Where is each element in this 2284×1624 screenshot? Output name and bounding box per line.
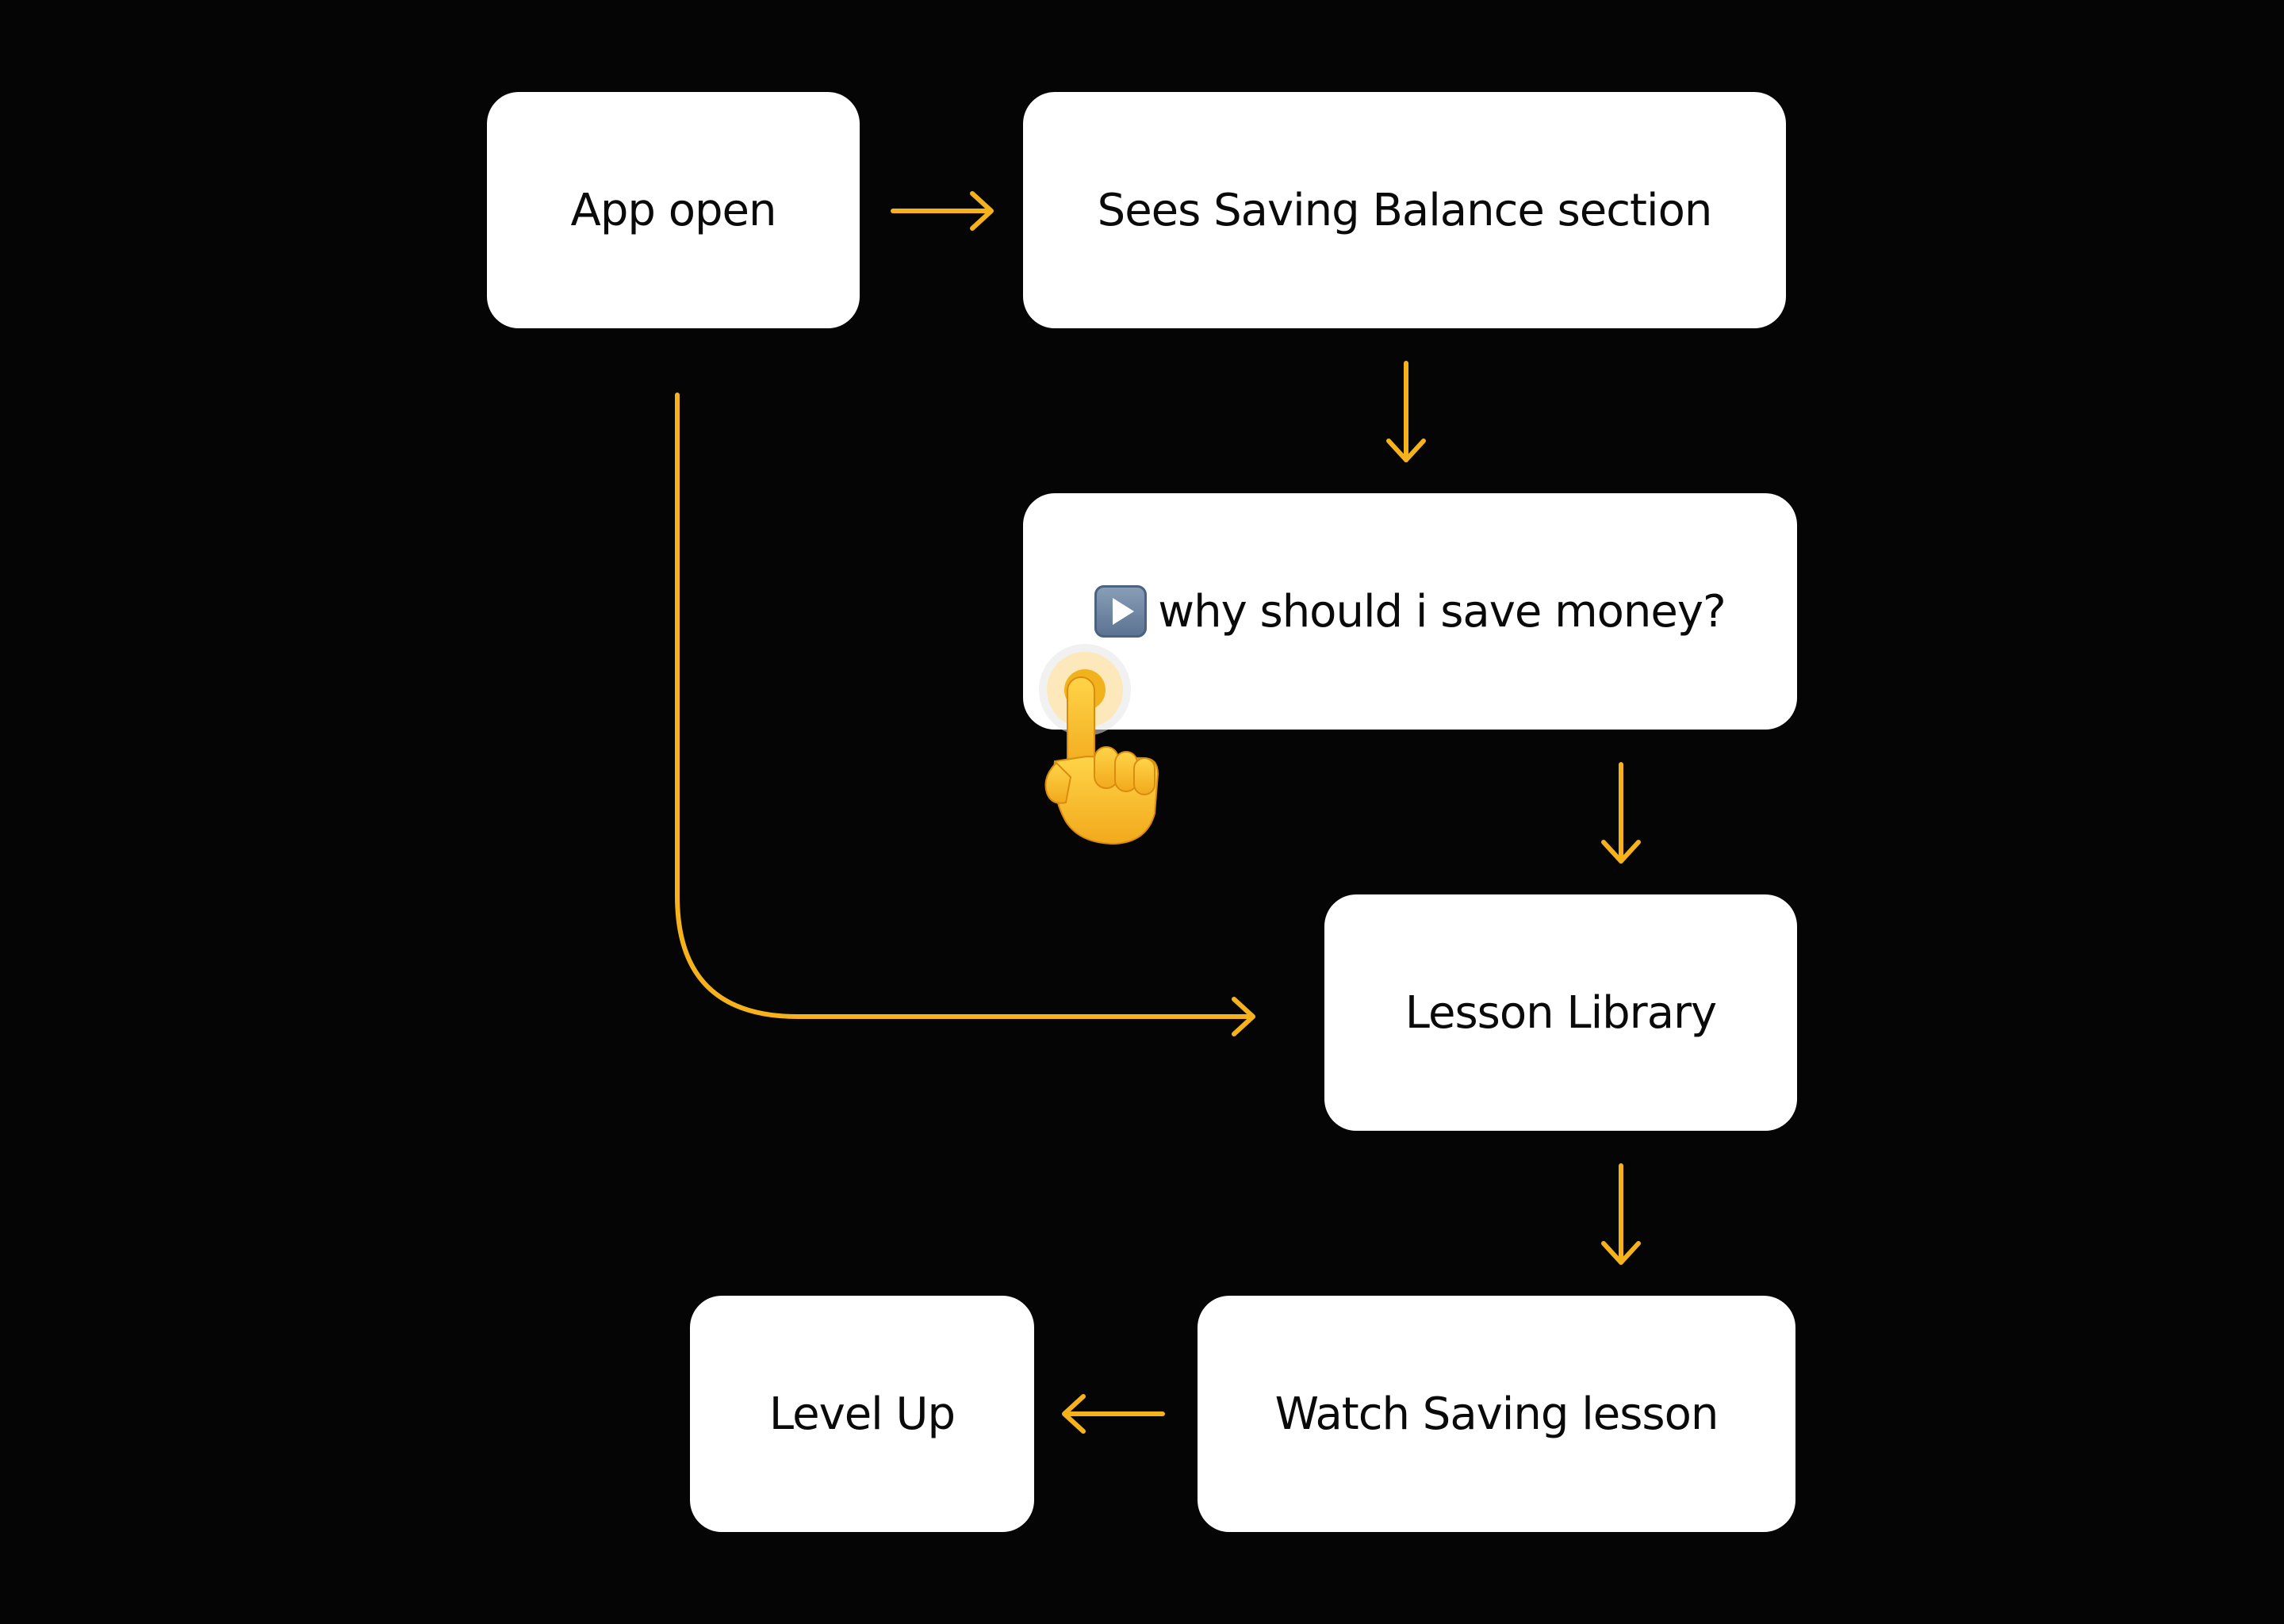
node-level-up-label: Level Up xyxy=(768,1388,956,1440)
arrow-watch-lesson-to-level-up xyxy=(1062,1394,1165,1434)
node-level-up: Level Up xyxy=(690,1296,1034,1532)
node-app-open: App open xyxy=(487,92,860,328)
node-sees-saving-balance: Sees Saving Balance section xyxy=(1023,92,1786,328)
node-app-open-label: App open xyxy=(570,184,777,236)
node-why-save-money-label: why should i save money? xyxy=(1158,585,1726,638)
node-lesson-library: Lesson Library xyxy=(1324,894,1797,1131)
why-save-row: why should i save money? xyxy=(1094,585,1726,638)
arrow-app-open-to-lesson-library xyxy=(675,393,1255,1036)
arrow-sees-saving-to-why-save xyxy=(1386,361,1426,462)
node-sees-saving-balance-label: Sees Saving Balance section xyxy=(1097,184,1713,236)
node-why-save-money: why should i save money? xyxy=(1023,493,1797,730)
arrow-lesson-library-to-watch-lesson xyxy=(1601,1163,1641,1265)
node-lesson-library-label: Lesson Library xyxy=(1405,986,1717,1039)
play-button-icon xyxy=(1094,585,1148,638)
node-watch-saving-lesson: Watch Saving lesson xyxy=(1198,1296,1795,1532)
pointing-hand-icon xyxy=(1044,676,1159,845)
arrow-app-open-to-sees-saving xyxy=(891,191,994,231)
node-watch-saving-lesson-label: Watch Saving lesson xyxy=(1274,1388,1719,1440)
arrow-why-save-to-lesson-library xyxy=(1601,762,1641,864)
